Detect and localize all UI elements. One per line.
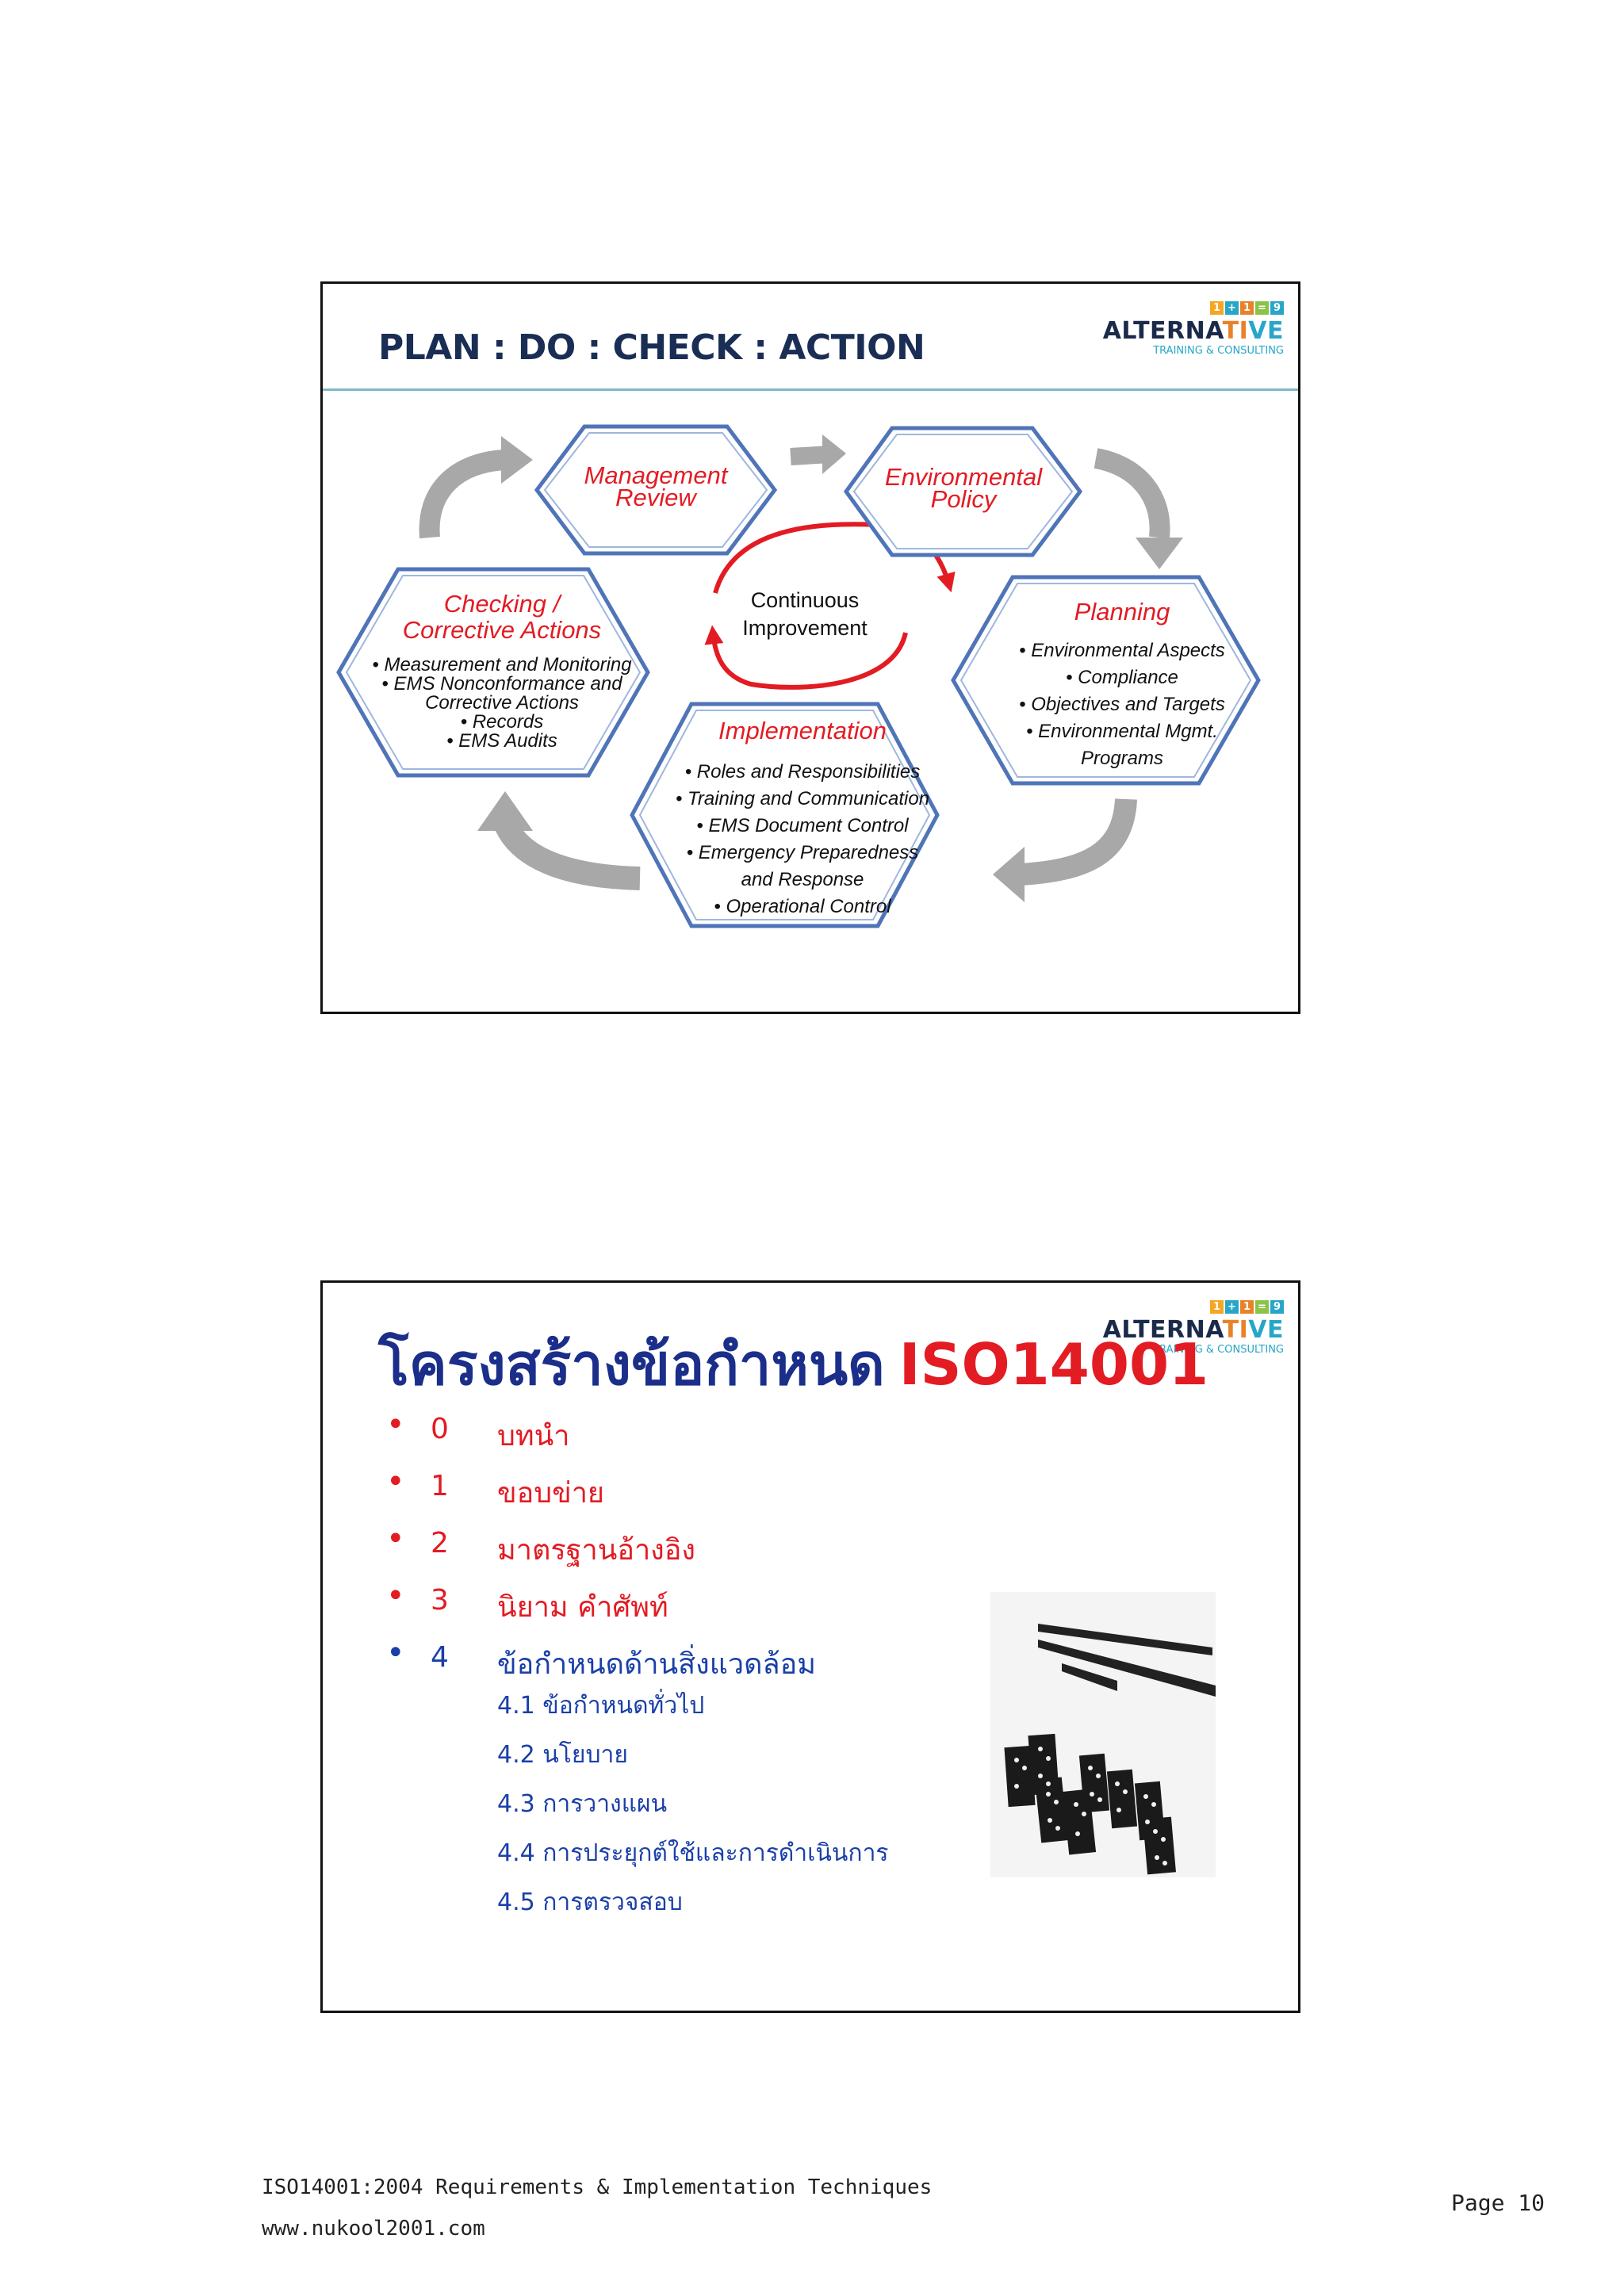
- logo-wordmark: ALTERNATIVE: [1102, 317, 1284, 345]
- svg-text:• Emergency Preparedness: • Emergency Preparedness: [687, 842, 919, 863]
- svg-text:• Environmental Aspects: • Environmental Aspects: [1019, 640, 1225, 661]
- svg-text:Environmental: Environmental: [885, 463, 1043, 491]
- svg-text:Implementation: Implementation: [718, 717, 887, 744]
- logo-subtitle: TRAINING & CONSULTING: [1153, 1344, 1284, 1356]
- slide-pdca: PLAN : DO : CHECK : ACTION 1 + 1 = 9 ALT…: [320, 281, 1300, 1014]
- svg-text:Corrective Actions: Corrective Actions: [425, 692, 579, 714]
- svg-text:• Training and Communication: • Training and Communication: [676, 788, 929, 809]
- node-planning: Planning • Environmental Aspects • Compl…: [951, 575, 1261, 786]
- logo-tile: 1: [1210, 1300, 1224, 1314]
- arrow-planning-to-impl: [1020, 798, 1137, 886]
- arrow-impl-to-check: [494, 817, 641, 890]
- subclause-item: 4.3 การวางแผน: [497, 1790, 668, 1818]
- logo-tile: 9: [1270, 301, 1284, 315]
- logo-tile: =: [1255, 301, 1269, 315]
- domino-pips: [1014, 1747, 1167, 1866]
- arrow-head: [1136, 538, 1183, 569]
- center-label: Improvement: [742, 616, 868, 640]
- svg-text:• EMS Document Control: • EMS Document Control: [696, 815, 909, 836]
- logo-tile: +: [1225, 1300, 1239, 1314]
- slide-title: PLAN : DO : CHECK : ACTION: [378, 327, 925, 368]
- logo-tile: 9: [1270, 1300, 1284, 1314]
- logo-tile: +: [1225, 301, 1239, 315]
- node-implementation: Implementation • Roles and Responsibilit…: [630, 702, 940, 928]
- svg-text:• Objectives and Targets: • Objectives and Targets: [1019, 694, 1225, 715]
- svg-text:Policy: Policy: [931, 485, 998, 513]
- svg-text:• Records: • Records: [461, 711, 543, 733]
- pdca-diagram: Continuous Improvement Management Review…: [336, 424, 1261, 928]
- svg-text:and Response: and Response: [741, 869, 864, 890]
- logo-tile: 1: [1240, 1300, 1254, 1314]
- slide-iso-structure: 1 + 1 = 9 ALTERNATIVE TRAINING & CONSULT…: [320, 1280, 1300, 2013]
- footer-course-title: ISO14001:2004 Requirements & Implementat…: [262, 2175, 933, 2199]
- svg-text:• Environmental Mgmt.: • Environmental Mgmt.: [1026, 721, 1218, 742]
- arrow-head: [477, 791, 533, 831]
- svg-text:• Compliance: • Compliance: [1066, 667, 1178, 688]
- svg-text:• Measurement and Monitoring: • Measurement and Monitoring: [372, 654, 632, 675]
- svg-text:• Operational Control: • Operational Control: [714, 896, 891, 917]
- logo-tiles: 1 + 1 = 9: [1210, 301, 1284, 315]
- subclause-item: 4.2 นโยบาย: [497, 1741, 628, 1769]
- arrow-head: [993, 847, 1025, 902]
- svg-text:Planning: Planning: [1074, 598, 1170, 626]
- page-number: Page 10: [1451, 2190, 1545, 2216]
- alternative-logo: 1 + 1 = 9 ALTERNATIVE TRAINING & CONSULT…: [1103, 301, 1284, 357]
- subclause-list: 4.1 ข้อกำหนดทั่วไป 4.2 นโยบาย 4.3 การวาง…: [497, 1687, 889, 1933]
- title-iso: ISO14001: [898, 1331, 1209, 1398]
- arrow-head: [822, 434, 846, 474]
- svg-text:Management: Management: [584, 461, 729, 489]
- logo-wordmark: ALTERNATIVE: [1102, 1316, 1284, 1344]
- flow-arrows: [419, 434, 1183, 902]
- title-thai: โครงสร้างข้อกำหนด: [378, 1331, 885, 1398]
- logo-tile: 1: [1240, 301, 1254, 315]
- svg-text:Checking /: Checking /: [444, 590, 563, 618]
- subclause-item: 4.1 ข้อกำหนดทั่วไป: [497, 1692, 705, 1720]
- logo-tiles: 1 + 1 = 9: [1210, 1300, 1284, 1314]
- domino-image: [990, 1592, 1216, 1877]
- svg-text:Programs: Programs: [1081, 748, 1163, 769]
- center-label: Continuous: [751, 588, 860, 612]
- node-checking: Checking / Corrective Actions • Measurem…: [336, 567, 650, 778]
- title-divider: [323, 388, 1298, 391]
- svg-text:Review: Review: [615, 484, 698, 511]
- domino-tiles: [1004, 1733, 1176, 1875]
- svg-text:Corrective Actions: Corrective Actions: [403, 616, 601, 644]
- alternative-logo: 1 + 1 = 9 ALTERNATIVE TRAINING & CONSULT…: [1103, 1300, 1284, 1356]
- footer-url[interactable]: www.nukool2001.com: [262, 2217, 485, 2241]
- node-management-review: Management Review: [534, 424, 778, 556]
- subclause-item: 4.5 การตรวจสอบ: [497, 1888, 683, 1916]
- subclause-item: 4.4 การประยุกต์ใช้และการดำเนินการ: [497, 1839, 889, 1867]
- arrow-check-to-review: [419, 450, 506, 539]
- node-environmental-policy: Environmental Policy: [843, 426, 1083, 557]
- svg-text:• EMS Nonconformance and: • EMS Nonconformance and: [381, 673, 622, 695]
- arrow-policy-to-planning: [1094, 448, 1170, 539]
- logo-tile: 1: [1210, 301, 1224, 315]
- svg-text:• Roles and Responsibilities: • Roles and Responsibilities: [685, 761, 921, 783]
- svg-text:• EMS Audits: • EMS Audits: [446, 730, 557, 752]
- arrow-head: [501, 436, 533, 484]
- logo-tile: =: [1255, 1300, 1269, 1314]
- logo-subtitle: TRAINING & CONSULTING: [1153, 345, 1284, 357]
